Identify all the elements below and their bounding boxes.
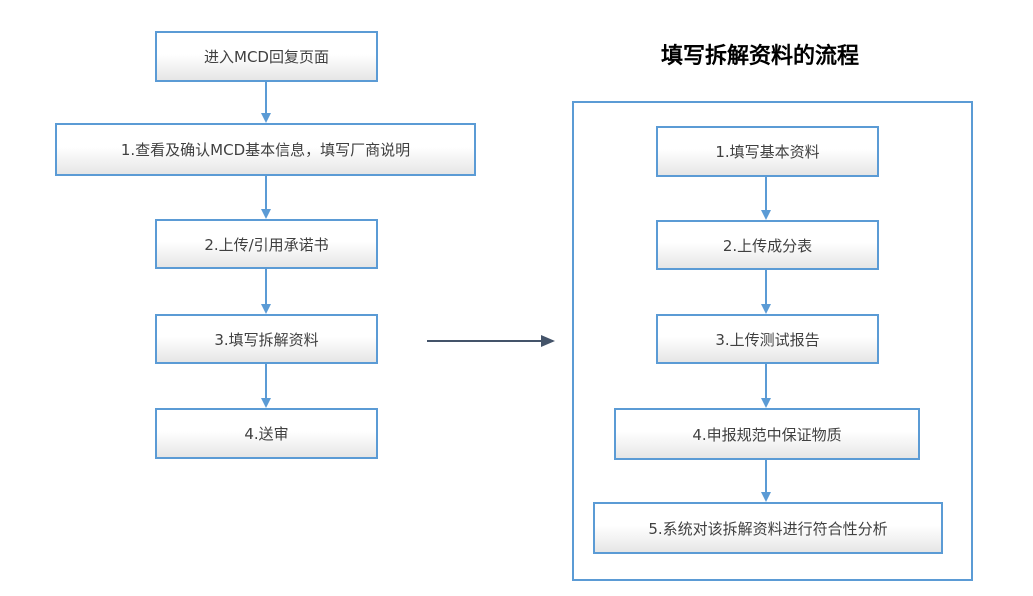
left-step-4-submit-review: 4.送审: [155, 408, 378, 459]
right-step-1-basic-info: 1.填写基本资料: [656, 126, 879, 177]
detail-flow-title: 填写拆解资料的流程: [660, 44, 859, 69]
right-step-5-compliance-analysis: 5.系统对该拆解资料进行符合性分析: [593, 502, 943, 554]
right-step-2-upload-composition: 2.上传成分表: [656, 220, 879, 270]
right-step-3-upload-test-report: 3.上传测试报告: [656, 314, 879, 364]
left-step-2-upload-commitment: 2.上传/引用承诺书: [155, 219, 378, 269]
left-step-0-enter-mcd: 进入MCD回复页面: [155, 31, 378, 82]
right-step-4-declare-substances: 4.申报规范中保证物质: [614, 408, 920, 460]
left-step-3-fill-disassembly: 3.填写拆解资料: [155, 314, 378, 364]
left-step-1-confirm-info: 1.查看及确认MCD基本信息，填写厂商说明: [55, 123, 476, 176]
